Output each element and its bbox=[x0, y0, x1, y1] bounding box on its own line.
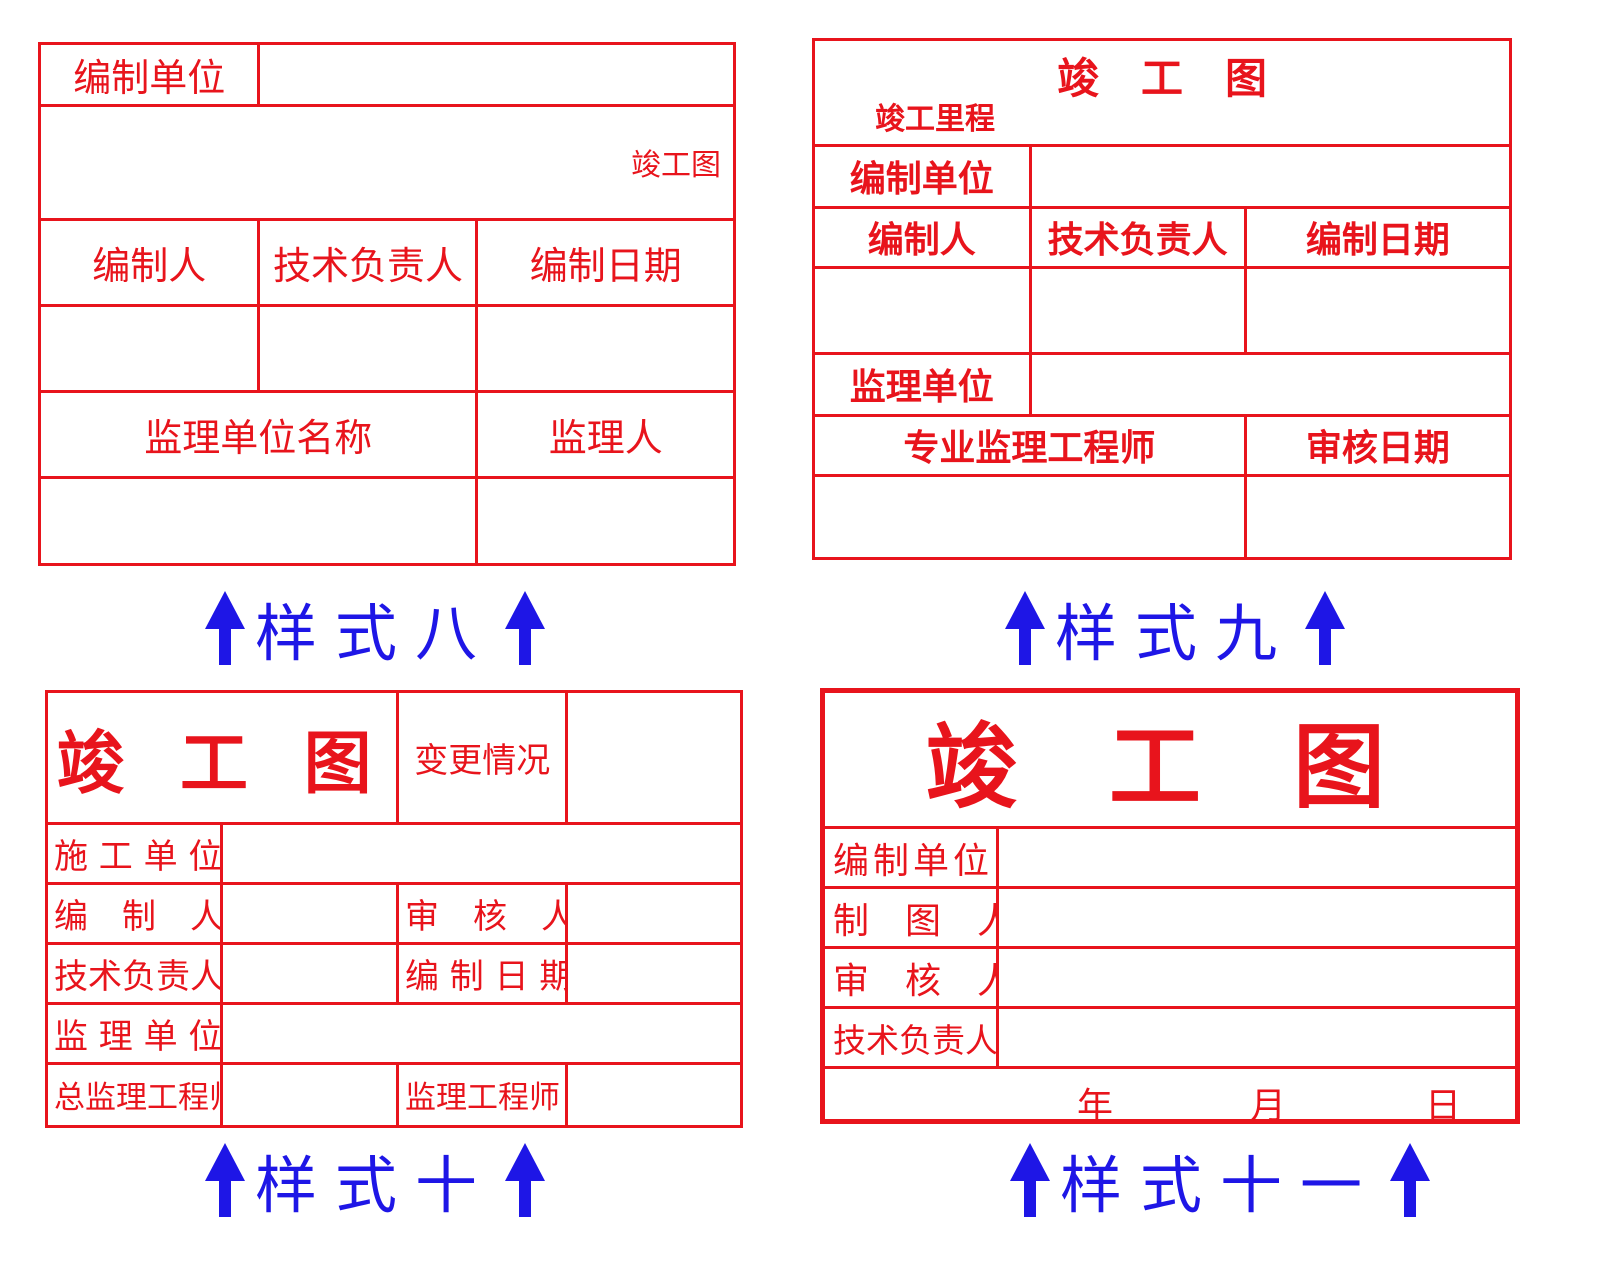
stamp-subtitle: 竣工里程 bbox=[875, 101, 995, 137]
arrow-up-icon bbox=[1390, 1143, 1430, 1217]
arrow-up-icon bbox=[204, 591, 245, 665]
compile-date-value bbox=[565, 941, 740, 1005]
pro-supervisor-label: 专业监理工程师 bbox=[815, 413, 1247, 477]
drawing-label-cell: 竣工图 bbox=[41, 103, 733, 221]
tech-lead-label: 技术负责人 bbox=[825, 1006, 999, 1069]
date-row: 年 月 日 bbox=[825, 1066, 1515, 1128]
arrow-up-icon bbox=[204, 1143, 245, 1217]
review-date-value bbox=[1243, 473, 1509, 557]
tech-lead-label: 技术负责人 bbox=[257, 217, 479, 307]
pro-supervisor-value bbox=[815, 473, 1247, 557]
title-cell: 竣 工 图 bbox=[825, 693, 1515, 829]
stamp-style-8: 编制单位 竣工图 编制人 技术负责人 编制日期 监理单位名称 监理人 bbox=[38, 42, 736, 566]
chief-supervisor-value bbox=[219, 1061, 399, 1125]
tech-lead-value bbox=[257, 303, 479, 393]
caption-text: 样式九 bbox=[1054, 597, 1295, 670]
supervision-unit-value bbox=[219, 1001, 740, 1065]
supervisor-engineer-value bbox=[565, 1061, 740, 1125]
title-cell: 竣 工 图 bbox=[48, 693, 399, 825]
caption-text: 样式十 bbox=[254, 1149, 495, 1222]
day-label: 日 bbox=[1425, 1086, 1462, 1127]
arrow-up-icon bbox=[505, 591, 545, 665]
drafter-label: 制 图 人 bbox=[825, 886, 999, 949]
construction-unit-label: 施 工 单 位 bbox=[48, 821, 223, 885]
compile-date-value bbox=[475, 303, 733, 393]
compiler-value bbox=[815, 265, 1032, 355]
compile-unit-label: 编制单位 bbox=[825, 826, 999, 889]
drawing-label: 竣工图 bbox=[631, 148, 721, 183]
caption-text: 样式八 bbox=[254, 597, 495, 670]
review-date-label: 审核日期 bbox=[1243, 413, 1509, 477]
compile-date-label: 编制日期 bbox=[475, 217, 733, 307]
compile-unit-label: 编制单位 bbox=[41, 45, 261, 107]
drafter-value bbox=[996, 886, 1515, 949]
tech-lead-value bbox=[219, 941, 399, 1005]
compile-date-label: 编制日期 bbox=[1243, 205, 1509, 269]
supervision-unit-value bbox=[1028, 351, 1509, 417]
tech-lead-value bbox=[1028, 265, 1247, 355]
compile-unit-label: 编制单位 bbox=[815, 143, 1032, 209]
compiler-label: 编 制 人 bbox=[48, 881, 223, 945]
tech-lead-label: 技术负责人 bbox=[48, 941, 223, 1005]
supervisor-label: 监理人 bbox=[475, 389, 733, 479]
supervision-unit-name-value bbox=[41, 475, 479, 563]
stamp-title: 竣 工 图 bbox=[1056, 54, 1267, 103]
caption-style-10: 样式十 bbox=[200, 1140, 550, 1222]
compiler-value bbox=[41, 303, 261, 393]
tech-lead-value bbox=[996, 1006, 1515, 1069]
compile-unit-value bbox=[257, 45, 733, 107]
change-info-label: 变更情况 bbox=[395, 693, 569, 825]
reviewer-value bbox=[996, 946, 1515, 1009]
compiler-label: 编制人 bbox=[815, 205, 1032, 269]
arrow-up-icon bbox=[1009, 1143, 1050, 1217]
compile-date-value bbox=[1243, 265, 1509, 355]
supervisor-engineer-label: 监理工程师 bbox=[395, 1061, 569, 1125]
supervisor-value bbox=[475, 475, 733, 563]
arrow-up-icon bbox=[1004, 591, 1045, 665]
caption-style-11: 样式十一 bbox=[1000, 1140, 1440, 1222]
arrow-up-icon bbox=[505, 1143, 545, 1217]
change-info-value bbox=[565, 693, 740, 825]
caption-style-9: 样式九 bbox=[1000, 588, 1350, 670]
stamp-style-11: 竣 工 图 编制单位 制 图 人 审 核 人 技术负责人 年 月 日 bbox=[820, 688, 1520, 1128]
supervision-unit-name-label: 监理单位名称 bbox=[41, 389, 479, 479]
reviewer-value bbox=[565, 881, 740, 945]
construction-unit-value bbox=[219, 821, 740, 885]
stamp-style-10: 竣 工 图 变更情况 施 工 单 位 编 制 人 审 核 人 技术负责人 编 制… bbox=[45, 690, 743, 1128]
compiler-value bbox=[219, 881, 399, 945]
caption-style-8: 样式八 bbox=[200, 588, 550, 670]
supervision-unit-label: 监理单位 bbox=[815, 351, 1032, 417]
month-label: 月 bbox=[1250, 1086, 1287, 1127]
compile-unit-value bbox=[1028, 143, 1509, 209]
year-label: 年 bbox=[1077, 1086, 1114, 1127]
stamp-style-9: 竣 工 图 竣工里程 编制单位 编制人 技术负责人 编制日期 监理单位 专业监理… bbox=[812, 38, 1512, 560]
title-cell: 竣 工 图 竣工里程 bbox=[815, 41, 1509, 147]
caption-text: 样式十一 bbox=[1059, 1149, 1380, 1222]
reviewer-label: 审 核 人 bbox=[825, 946, 999, 1009]
arrow-up-icon bbox=[1305, 591, 1345, 665]
compile-unit-value bbox=[996, 826, 1515, 889]
compile-date-label: 编 制 日 期 bbox=[395, 941, 569, 1005]
compiler-label: 编制人 bbox=[41, 217, 261, 307]
chief-supervisor-label: 总监理工程师 bbox=[48, 1061, 223, 1125]
reviewer-label: 审 核 人 bbox=[395, 881, 569, 945]
tech-lead-label: 技术负责人 bbox=[1028, 205, 1247, 269]
supervision-unit-label: 监 理 单 位 bbox=[48, 1001, 223, 1065]
